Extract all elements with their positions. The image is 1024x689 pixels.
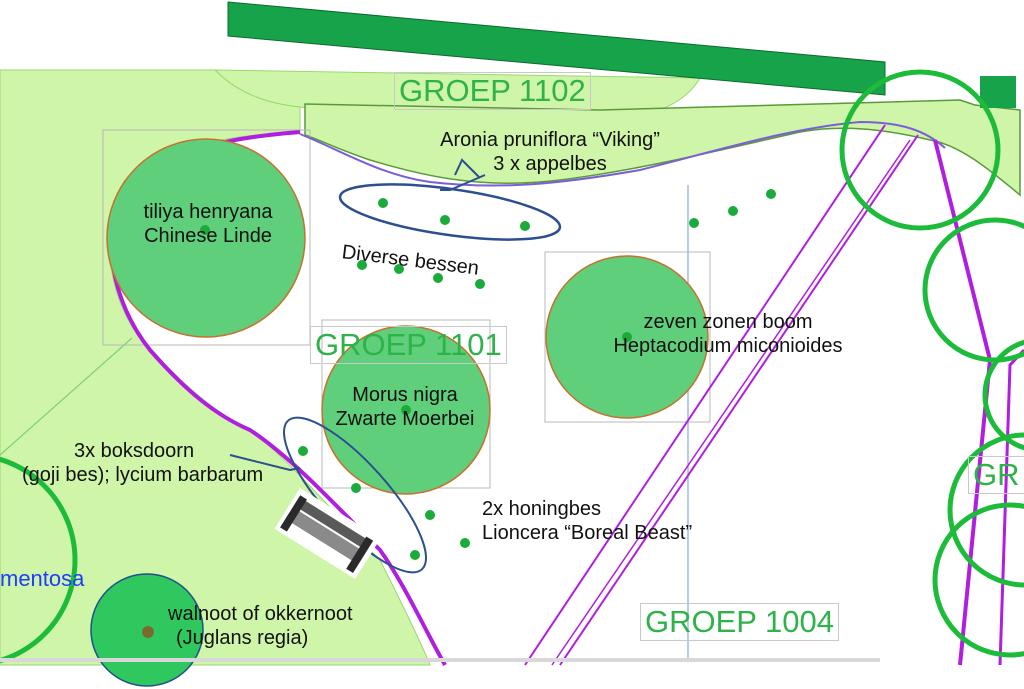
label-zeven-line1: zeven zonen boom bbox=[643, 311, 813, 333]
group-label-partial: GR bbox=[968, 456, 1024, 494]
group-label-1101: GROEP 1101 bbox=[310, 326, 507, 364]
label-morus-line1: Morus nigra bbox=[352, 384, 458, 406]
path-diagonal-2 bbox=[559, 134, 919, 666]
label-walnoot: walnoot of okkernoot (Juglans regia) bbox=[168, 602, 353, 650]
label-goji-line2: (goji bes); lycium barbarum bbox=[22, 464, 264, 486]
label-linde: tiliya henryana Chinese Linde bbox=[128, 200, 288, 248]
label-partial-left: mentosa bbox=[0, 566, 85, 591]
label-aronia-line1: Aronia pruniflora “Viking” bbox=[440, 129, 660, 151]
label-linde-line1: tiliya henryana bbox=[143, 201, 273, 223]
label-zeven-zonen: zeven zonen boom Heptacodium miconioides bbox=[578, 310, 878, 358]
bench-icon bbox=[274, 488, 381, 580]
label-honing-line1: 2x honingbes bbox=[482, 498, 601, 520]
label-honing-line2: Lioncera “Boreal Beast” bbox=[482, 522, 693, 544]
label-walnoot-line1: walnoot of okkernoot bbox=[168, 603, 353, 625]
group-label-1102: GROEP 1102 bbox=[394, 72, 591, 110]
label-zeven-line2: Heptacodium miconioides bbox=[613, 335, 843, 357]
label-goji-line1: 3x boksdoorn bbox=[74, 440, 195, 462]
label-aronia: Aronia pruniflora “Viking” 3 x appelbes bbox=[400, 128, 700, 176]
tree-linde bbox=[106, 138, 306, 338]
hedge-block bbox=[980, 76, 1016, 108]
label-goji: 3x boksdoorn (goji bes); lycium barbarum bbox=[22, 439, 263, 487]
label-honing: 2x honingbes Lioncera “Boreal Beast” bbox=[482, 497, 692, 545]
label-walnoot-line2: (Juglans regia) bbox=[176, 627, 309, 649]
label-morus-line2: Zwarte Moerbei bbox=[335, 408, 475, 430]
label-aronia-line2: 3 x appelbes bbox=[493, 153, 607, 175]
path-diagonal-3 bbox=[551, 139, 911, 666]
hedge-bar bbox=[227, 1, 886, 96]
path-diagonal-1 bbox=[524, 124, 886, 666]
label-linde-line2: Chinese Linde bbox=[144, 225, 272, 247]
label-morus: Morus nigra Zwarte Moerbei bbox=[320, 383, 490, 431]
path-border-top bbox=[299, 120, 946, 187]
plant-dots bbox=[200, 189, 776, 560]
group-label-1004: GROEP 1004 bbox=[640, 603, 839, 641]
